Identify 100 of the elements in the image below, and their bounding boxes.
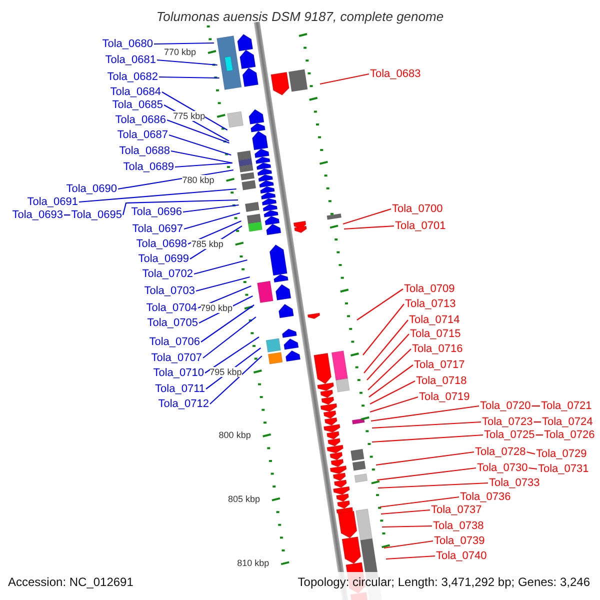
genome-summary-text: Topology: circular; Length: 3,471,292 bp; Genes: 3,246 — [298, 576, 590, 588]
leader-line — [386, 555, 436, 560]
gene-label: Tola_0711 — [155, 383, 205, 395]
gene-label: Tola_0737 — [431, 504, 482, 516]
leader-line — [320, 73, 370, 85]
leader-line — [166, 119, 230, 144]
gene-label: Tola_0728 — [475, 446, 526, 458]
gene-label: Tola_0720 — [480, 400, 531, 412]
leader-line — [154, 42, 214, 45]
gene-label: Tola_0689 — [123, 161, 174, 173]
gene-label: Tola_0715 — [410, 328, 461, 340]
leader-line — [198, 286, 252, 308]
gene-label: Tola_0712 — [158, 398, 209, 410]
leader-line — [356, 288, 404, 320]
leader-line — [532, 405, 540, 407]
leader-line — [184, 212, 240, 230]
leader-line — [368, 364, 414, 398]
gene-label: Tola_0697 — [132, 223, 183, 235]
gene-label: Tola_0726 — [544, 429, 595, 441]
gene-label: Tola_0723 — [482, 416, 533, 428]
leader-line — [174, 162, 232, 168]
accession-text: Accession: NC_012691 — [8, 576, 134, 588]
tick-label: 770 kbp — [164, 47, 196, 57]
leader-line — [380, 496, 460, 508]
leader-line — [382, 525, 432, 528]
tick-label: 775 kbp — [173, 110, 206, 121]
gene-label: Tola_0731 — [538, 463, 589, 475]
leader-line — [78, 188, 236, 203]
tick-label: 785 kbp — [191, 238, 224, 249]
gene-label: Tola_0717 — [414, 359, 465, 371]
leader-line — [526, 451, 536, 455]
leader-line — [372, 434, 484, 443]
tick-label: 795 kbp — [210, 366, 242, 376]
leader-line — [162, 92, 228, 130]
gene-label: Tola_0730 — [477, 462, 528, 474]
leader-line — [384, 540, 434, 549]
gene-label: Tola_0709 — [404, 283, 455, 295]
gene-label: Tola_0733 — [489, 477, 540, 489]
gene-label: Tola_0681 — [105, 54, 156, 66]
gene-label: Tola_0725 — [484, 429, 535, 441]
gene-label: Tola_0684 — [110, 86, 161, 98]
tick-label: 805 kbp — [228, 494, 260, 504]
leader-line — [188, 220, 242, 244]
leader-line — [196, 276, 250, 292]
leader-line — [342, 208, 392, 225]
leader-line — [376, 467, 476, 481]
genome-title: Tolumonas auensis DSM 9187, complete genome — [155, 11, 445, 23]
leader-line — [368, 348, 412, 390]
gene-label: Tola_0687 — [117, 129, 168, 141]
leader-line — [376, 451, 474, 466]
gene-label: Tola_0714 — [409, 314, 460, 326]
leader-line — [378, 482, 488, 489]
gene-label: Tola_0719 — [419, 391, 470, 403]
gene-label: Tola_0696 — [131, 206, 182, 218]
leader-line — [534, 421, 541, 423]
gene-label: Tola_0738 — [433, 520, 484, 532]
gene-label: Tola_0690 — [66, 183, 117, 195]
gene-label: Tola_0736 — [460, 491, 511, 503]
leader-line — [370, 380, 416, 404]
leader-line — [210, 356, 262, 404]
gene-label: Tola_0691 — [27, 196, 78, 208]
gene-label: Tola_0707 — [151, 352, 202, 364]
gene-label: Tola_0706 — [149, 336, 200, 348]
gene-label: Tola_0685 — [112, 99, 163, 111]
tick-label: 780 kbp — [182, 174, 214, 185]
gene-label: Tola_0705 — [147, 317, 198, 329]
leader-line — [122, 199, 238, 216]
leader-line — [380, 509, 430, 515]
gene-label: Tola_0680 — [102, 38, 153, 50]
leader-line — [528, 467, 538, 470]
gene-label: Tola_0713 — [405, 298, 456, 310]
gene-label: Tola_0702 — [142, 268, 193, 280]
gene-label: Tola_0701 — [395, 220, 446, 232]
leader-line — [64, 214, 70, 216]
leader-line — [204, 336, 260, 374]
gene-label: Tola_0688 — [119, 145, 170, 157]
gene-label: Tola_0704 — [146, 302, 197, 314]
gene-label: Tola_0698 — [136, 238, 187, 250]
tick-label: 790 kbp — [200, 302, 233, 313]
leader-line — [156, 59, 218, 66]
gene-label: Tola_0693 — [12, 209, 63, 221]
leader-line — [200, 304, 254, 342]
leader-line — [344, 225, 394, 230]
gene-label: Tola_0740 — [436, 550, 487, 562]
tick-label: 810 kbp — [237, 558, 270, 568]
leader-line — [202, 316, 256, 358]
gene-label: Tola_0699 — [138, 253, 189, 265]
leader-line — [362, 304, 404, 356]
gene-label: Tola_0710 — [153, 367, 204, 379]
gene-label: Tola_0716 — [412, 343, 463, 355]
tick-label: 800 kbp — [218, 430, 251, 440]
gene-label: Tola_0683 — [370, 68, 421, 80]
gene-label: Tola_0695 — [71, 209, 122, 221]
leader-line — [536, 434, 543, 436]
leader-line — [159, 76, 220, 79]
leader-line — [370, 396, 418, 413]
leader-line — [182, 204, 239, 213]
gene-label: Tola_0724 — [542, 416, 593, 428]
gene-label: Tola_0700 — [392, 203, 443, 215]
gene-label: Tola_0721 — [541, 400, 592, 412]
